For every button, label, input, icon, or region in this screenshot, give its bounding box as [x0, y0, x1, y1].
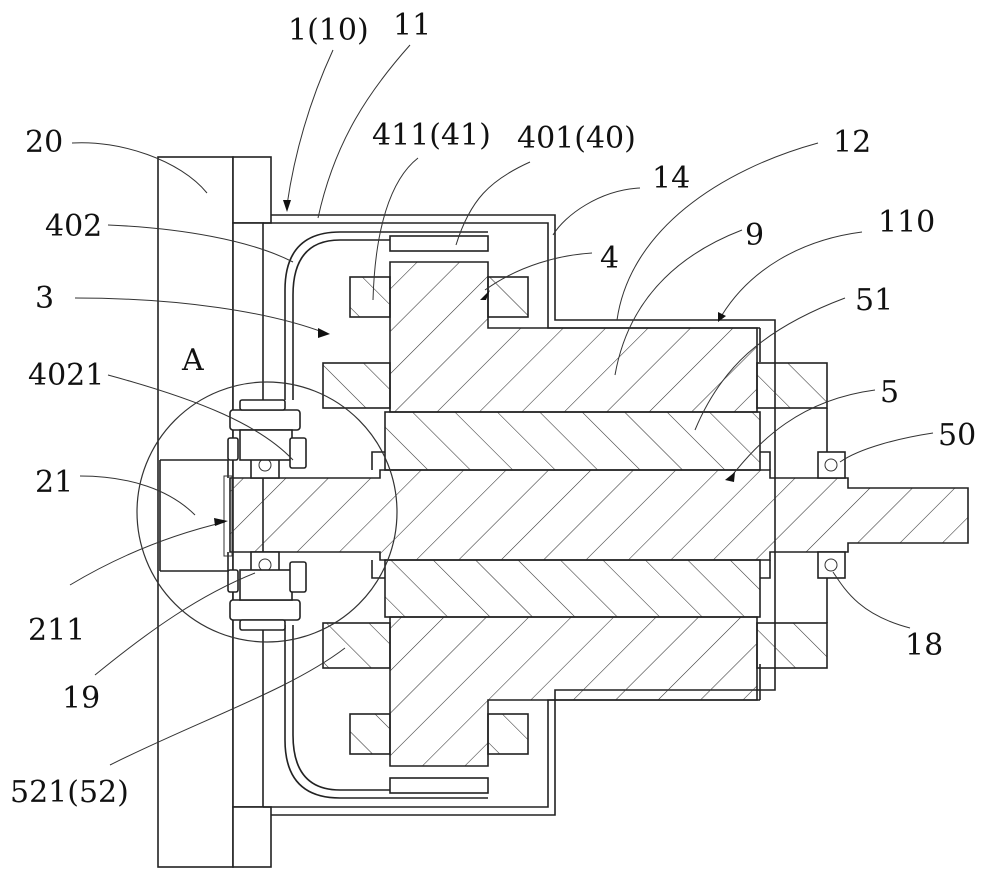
magnet-411-top-right: [487, 276, 529, 318]
magnet-411-bottom-left: [349, 713, 391, 755]
label-110: 110: [878, 205, 935, 240]
sleeve-51-lower: [384, 559, 761, 618]
label-5: 5: [880, 375, 899, 410]
cable-402: [284, 231, 488, 799]
ring-upper-right: [756, 362, 828, 409]
label-4: 4: [600, 241, 619, 276]
label-50: 50: [938, 418, 976, 453]
detail-circle-A: [136, 381, 398, 643]
label-20: 20: [25, 125, 63, 160]
seal-4021: [227, 399, 307, 631]
label-4021: 4021: [28, 358, 104, 393]
callout-labels: 1(10) 11 20 411(41) 401(40) 12 14 402 9 …: [10, 8, 976, 810]
ring-521-lower-left: [322, 622, 391, 669]
magnet-411-bottom-right: [487, 713, 529, 755]
label-A: A: [181, 343, 204, 378]
stator-bottom-401: [389, 777, 489, 794]
sleeve-51-upper: [384, 411, 761, 471]
label-14: 14: [652, 161, 690, 196]
label-12: 12: [833, 125, 871, 160]
label-402: 402: [45, 209, 102, 244]
label-211: 211: [28, 613, 85, 648]
label-18: 18: [905, 628, 943, 663]
label-19: 19: [62, 681, 100, 716]
magnet-411-top-left: [349, 276, 391, 318]
ring-lower-right: [756, 622, 828, 669]
label-3: 3: [35, 281, 54, 316]
label-11: 11: [393, 8, 431, 43]
shaft-5: [229, 408, 969, 623]
leader-lines: [69, 44, 934, 766]
bearing-18: [817, 451, 846, 579]
label-1-10: 1(10): [288, 13, 369, 48]
stator-top-401: [389, 235, 489, 252]
label-411-41: 411(41): [372, 118, 491, 153]
label-521-52: 521(52): [10, 775, 129, 810]
label-21: 21: [35, 465, 73, 500]
label-401-40: 401(40): [517, 121, 636, 156]
ring-521-upper-left: [322, 362, 391, 409]
rotor-upper-9: [389, 261, 758, 413]
label-9: 9: [745, 218, 764, 253]
label-51: 51: [855, 283, 893, 318]
rotor-lower: [389, 616, 758, 767]
